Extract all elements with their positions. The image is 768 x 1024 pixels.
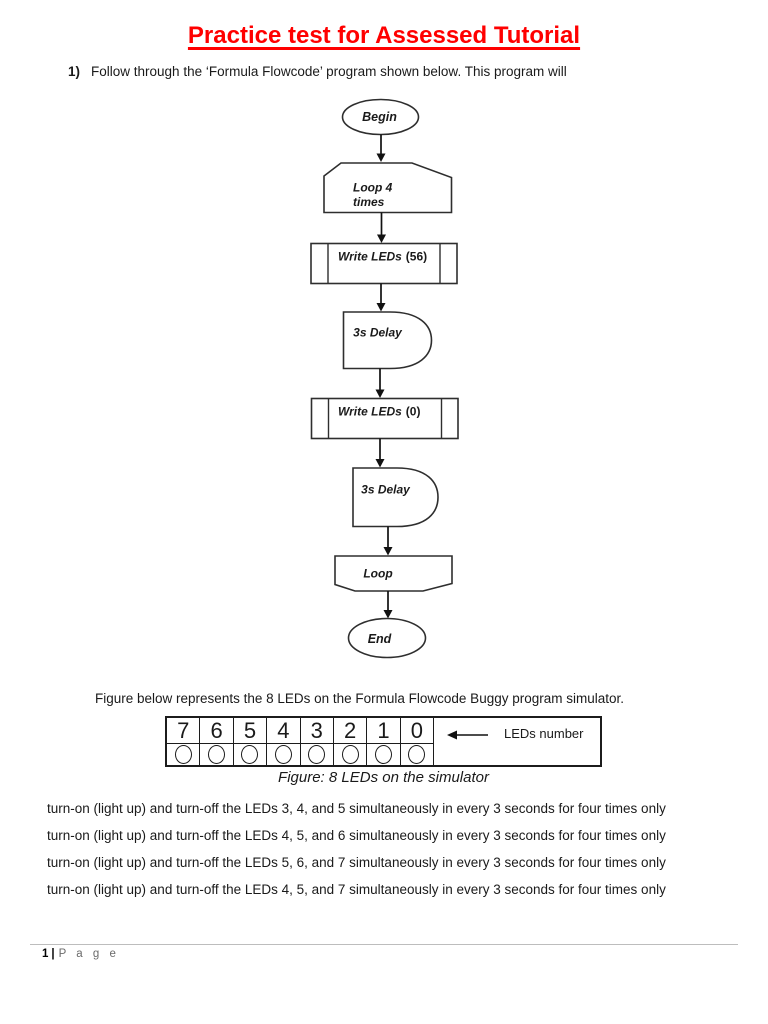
led-indicator-icon (408, 745, 426, 764)
flow-node-write-leds-0-label: Write LEDs (0) (338, 405, 420, 419)
option-line-2: turn-on (light up) and turn-off the LEDs… (47, 828, 666, 843)
write-leds-0-name: Write LEDs (338, 405, 402, 419)
led-legend-cell: LEDs number (434, 718, 600, 765)
flow-node-write-leds-56: Write LEDs (56) (310, 242, 458, 285)
led-column-0: 0 (400, 718, 434, 765)
flow-node-loop-start-label-1: Loop 4 (353, 181, 393, 195)
flow-arrow-down-icon (383, 591, 393, 619)
page-title: Practice test for Assessed Tutorial (187, 22, 581, 49)
led-circle-cell (234, 744, 266, 765)
led-legend-label: LEDs number (504, 726, 584, 741)
write-leds-0-arg: (0) (406, 405, 421, 419)
flow-node-delay-2: 3s Delay (352, 467, 439, 528)
led-indicator-icon (174, 745, 192, 764)
flow-node-end: End (347, 617, 427, 659)
question-1: 1) Follow through the ‘Formula Flowcode’ … (68, 64, 567, 79)
led-circle-cell (167, 744, 199, 765)
flow-node-loop-end: Loop (334, 555, 453, 592)
flow-node-delay-1: 3s Delay (342, 311, 433, 370)
page-title-row: Practice test for Assessed Tutorial (0, 22, 768, 50)
flow-node-write-leds-0: Write LEDs (0) (310, 397, 459, 440)
led-circle-cell (367, 744, 399, 765)
led-number-cell: 0 (400, 718, 433, 744)
led-number-cell: 4 (267, 718, 300, 744)
led-number-cell: 1 (367, 718, 400, 744)
led-circle-cell (267, 744, 299, 765)
led-column-5: 5 (233, 718, 268, 765)
led-indicator-icon (208, 745, 226, 764)
led-column-6: 6 (200, 718, 234, 765)
led-indicator-icon (308, 745, 326, 764)
write-leds-56-name: Write LEDs (338, 250, 402, 264)
led-number-cell: 2 (333, 718, 367, 744)
led-column-2: 2 (333, 718, 368, 765)
led-indicator-icon (274, 745, 292, 764)
flow-arrow-down-icon (376, 134, 386, 162)
flow-node-loop-start: Loop 4 times (323, 162, 453, 214)
led-number-cell: 6 (200, 718, 233, 744)
led-table: 7 6 5 4 3 2 1 (165, 716, 602, 767)
write-leds-56-arg: (56) (406, 250, 427, 264)
flow-arrow-down-icon (377, 212, 386, 243)
option-line-1: turn-on (light up) and turn-off the LEDs… (47, 801, 666, 816)
question-number: 1) (68, 64, 81, 79)
led-indicator-icon (374, 745, 392, 764)
flow-arrow-down-icon (383, 526, 393, 556)
led-column-1: 1 (367, 718, 401, 765)
led-number-cell: 7 (167, 718, 200, 744)
flow-arrow-down-icon (375, 438, 385, 468)
flow-node-write-leds-56-label: Write LEDs (56) (338, 250, 427, 264)
figure-intro-text: Figure below represents the 8 LEDs on th… (95, 691, 625, 706)
flowchart: Begin Loop 4 times Write LEDs (56) (310, 98, 459, 659)
left-arrow-icon (447, 730, 488, 740)
flow-node-end-label: End (368, 632, 392, 646)
led-columns: 7 6 5 4 3 2 1 (167, 718, 434, 765)
figure-caption: Figure: 8 LEDs on the simulator (278, 769, 489, 786)
flow-arrow-down-icon (376, 283, 386, 312)
led-column-3: 3 (300, 718, 334, 765)
question-text: Follow through the ‘Formula Flowcode’ pr… (91, 64, 567, 79)
led-circle-cell (301, 744, 333, 765)
flow-node-loop-end-label: Loop (363, 567, 392, 581)
led-circle-cell (334, 744, 366, 765)
led-circle-cell (200, 744, 232, 765)
led-column-7: 7 (167, 718, 201, 765)
flow-arrow-down-icon (375, 368, 385, 398)
option-line-4: turn-on (light up) and turn-off the LEDs… (47, 882, 666, 897)
flow-node-delay-1-label: 3s Delay (353, 326, 403, 340)
footer-page-number: 1 (42, 948, 49, 960)
option-line-3: turn-on (light up) and turn-off the LEDs… (47, 855, 666, 870)
footer-separator: | (51, 948, 55, 960)
flow-node-begin: Begin (341, 98, 420, 136)
page-footer: 1|P a g e (42, 948, 119, 960)
footer-divider (30, 944, 738, 945)
flow-node-delay-2-label: 3s Delay (361, 483, 411, 497)
answer-options: turn-on (light up) and turn-off the LEDs… (47, 795, 666, 903)
flow-node-loop-start-label-2: times (353, 195, 385, 209)
flow-node-begin-label: Begin (362, 110, 397, 124)
led-circle-cell (401, 744, 433, 765)
led-number-cell: 5 (233, 718, 267, 744)
led-indicator-icon (241, 745, 259, 764)
led-column-4: 4 (267, 718, 301, 765)
footer-page-label: P a g e (58, 948, 120, 960)
led-indicator-icon (341, 745, 359, 764)
led-number-cell: 3 (300, 718, 333, 744)
